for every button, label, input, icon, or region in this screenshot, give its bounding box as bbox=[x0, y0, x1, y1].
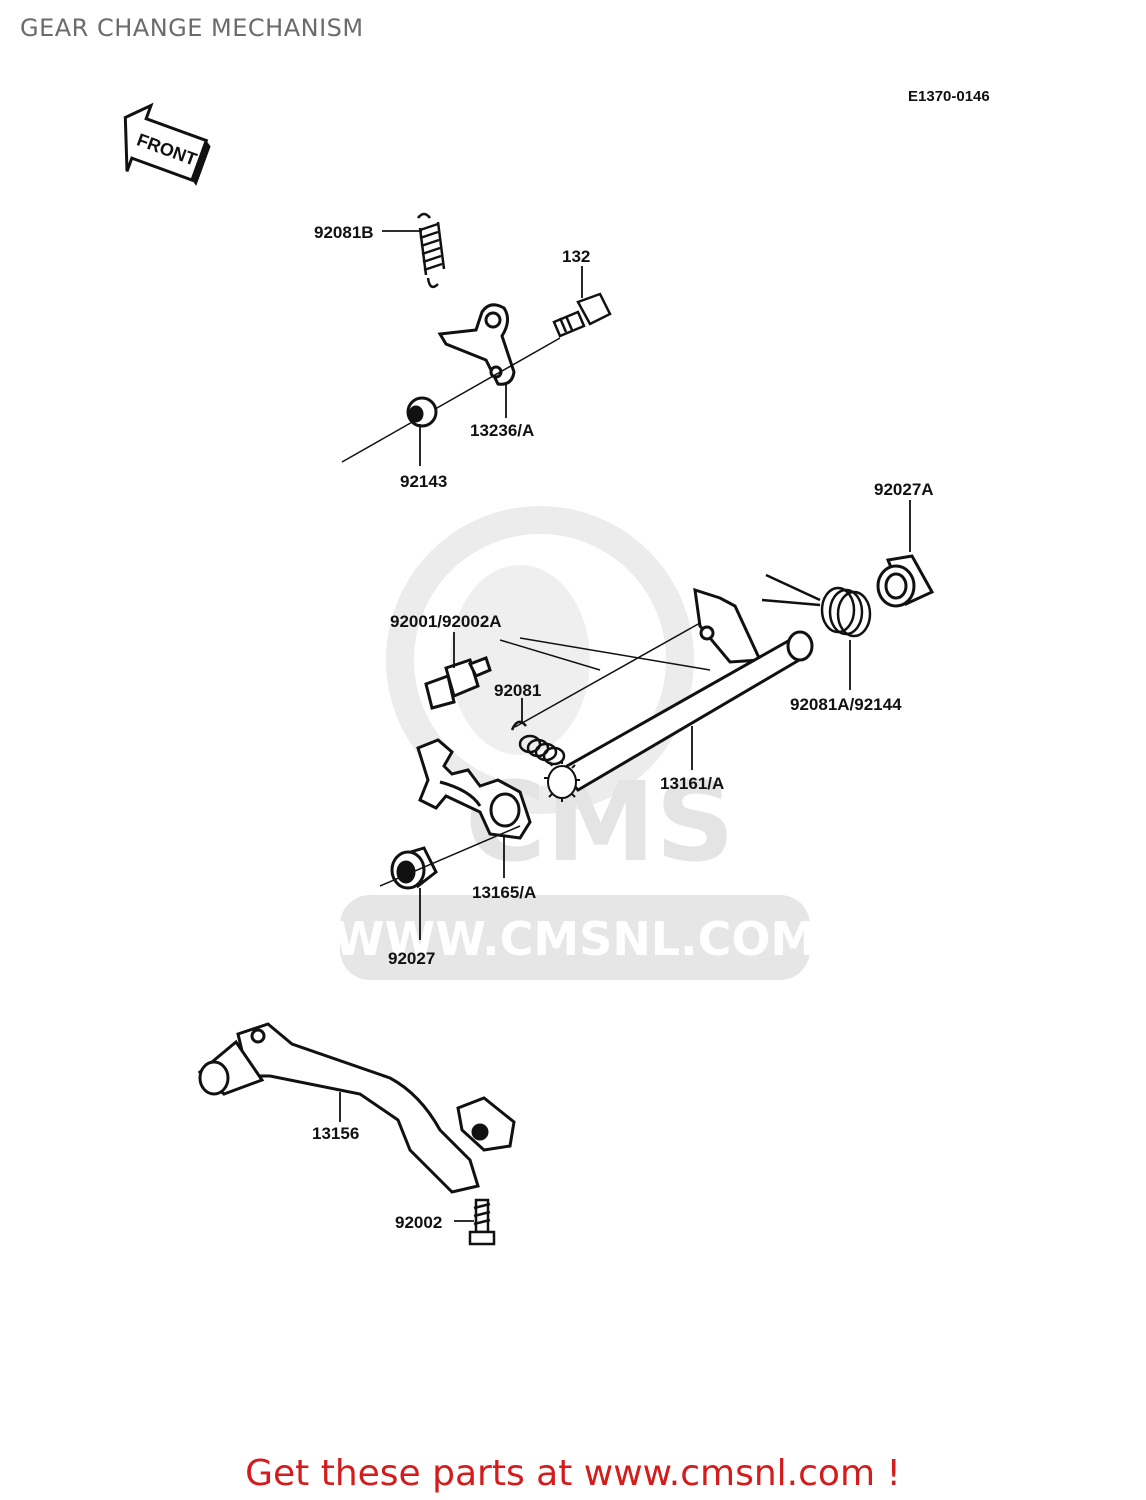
label-92081b: 92081B bbox=[314, 223, 374, 242]
front-arrow-icon: FRONT bbox=[123, 102, 211, 186]
axis-line bbox=[341, 337, 561, 463]
axis-line-lower bbox=[379, 825, 521, 887]
leader-lines bbox=[339, 230, 911, 1222]
bushing-92027-icon bbox=[390, 846, 438, 890]
torsion-spring-92081a-icon bbox=[761, 573, 872, 638]
label-92081a-92144: 92081A/92144 bbox=[790, 695, 902, 714]
cms-watermark: CMS WWW.CMSNL.COM bbox=[334, 506, 817, 980]
pin-92001-icon bbox=[424, 656, 492, 710]
bolt-92002-icon bbox=[468, 1198, 496, 1246]
footer-promo-link[interactable]: Get these parts at www.cmsnl.com ! bbox=[245, 1453, 901, 1494]
label-92001-92002a: 92001/92002A bbox=[390, 612, 502, 631]
leader-b bbox=[519, 637, 711, 671]
collar-92143-icon bbox=[406, 396, 438, 428]
label-92002: 92002 bbox=[395, 1213, 442, 1232]
label-92027: 92027 bbox=[388, 949, 435, 968]
page-title: GEAR CHANGE MECHANISM bbox=[20, 14, 364, 42]
bushing-92027a-icon bbox=[876, 554, 935, 608]
shift-arm-13165a-icon bbox=[416, 738, 532, 840]
leader-c bbox=[514, 622, 701, 728]
label-13165a: 13165/A bbox=[472, 883, 536, 902]
lever-13236a-icon bbox=[437, 303, 516, 386]
label-92081: 92081 bbox=[494, 681, 541, 700]
spring-92081b-icon bbox=[417, 212, 446, 289]
bolt-132-icon bbox=[552, 292, 612, 338]
shift-pedal-13156-icon bbox=[197, 1022, 516, 1194]
label-13156: 13156 bbox=[312, 1124, 359, 1143]
diagram-code: E1370-0146 bbox=[908, 88, 990, 105]
label-132: 132 bbox=[562, 247, 590, 266]
label-92027a: 92027A bbox=[874, 480, 934, 499]
watermark-url: WWW.CMSNL.COM bbox=[334, 912, 817, 966]
shift-shaft-13161a-icon bbox=[544, 587, 814, 802]
label-13236a: 13236/A bbox=[470, 421, 534, 440]
spring-92081-icon bbox=[510, 720, 566, 766]
label-92143: 92143 bbox=[400, 472, 447, 491]
leader-a bbox=[499, 639, 601, 671]
label-13161a: 13161/A bbox=[660, 774, 724, 793]
